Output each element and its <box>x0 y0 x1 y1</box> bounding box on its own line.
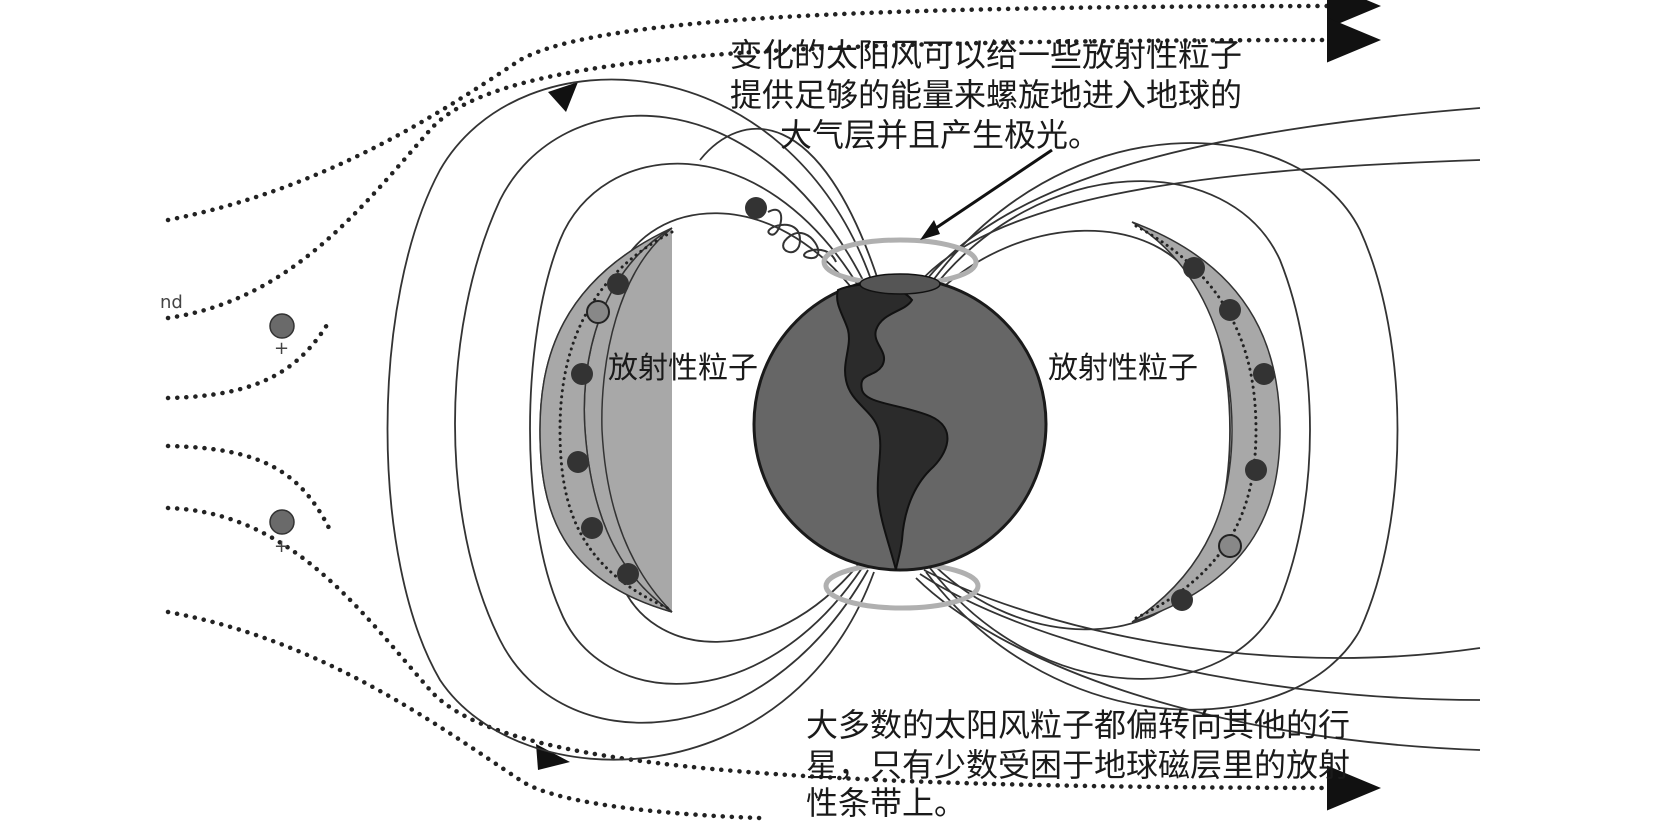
particle-icon <box>1253 363 1275 385</box>
solar-wind-particle-icon <box>269 509 295 535</box>
caption-line: 大气层并且产生极光。 <box>780 116 1100 154</box>
radiation-belt-right <box>1131 221 1281 623</box>
particle-icon <box>581 517 603 539</box>
belt-label-right: 放射性粒子 <box>1048 351 1198 386</box>
flow-arrow-icon <box>536 744 570 770</box>
solar-wind-line <box>165 17 1381 321</box>
spiral-particle-icon <box>745 197 767 219</box>
particle-icon <box>571 363 593 385</box>
particle-icon <box>617 563 639 585</box>
continent-americas <box>836 283 949 571</box>
solar-wind-line <box>165 505 1381 811</box>
particle-icon <box>607 273 629 295</box>
particle-icon <box>1218 534 1242 558</box>
caption-line: 性条带上。 <box>806 784 966 822</box>
solar-wind-line <box>165 317 333 401</box>
magnetic-field-lines-left <box>386 78 881 761</box>
caption-line: 大多数的太阳风粒子都偏转向其他的行 <box>806 706 1350 744</box>
caption-line: 星，只有少数受困于地球磁层里的放射 <box>806 746 1350 784</box>
top-caption: 变化的太阳风可以给一些放射性粒子 提供足够的能量来螺旋地进入地球的 大气层并且产… <box>730 36 1242 154</box>
charge-sign: + <box>274 338 289 359</box>
earth <box>752 273 1048 572</box>
particle-icon <box>1183 257 1205 279</box>
caption-line: 提供足够的能量来螺旋地进入地球的 <box>730 76 1242 114</box>
spiral-path <box>767 208 837 263</box>
solar-wind-streamlines <box>165 0 1381 821</box>
bottom-caption: 大多数的太阳风粒子都偏转向其他的行 星，只有少数受困于地球磁层里的放射 性条带上… <box>806 706 1350 822</box>
belt-dotted-edge <box>1134 224 1258 620</box>
solar-wind-line <box>165 0 1381 223</box>
particle-icon <box>567 451 589 473</box>
particle-icon <box>586 300 610 324</box>
particle-icon <box>1245 459 1267 481</box>
polar-cap <box>859 273 941 295</box>
particle-icon <box>1171 589 1193 611</box>
flow-arrow-icon <box>548 82 578 112</box>
belt-label-left: 放射性粒子 <box>608 351 758 386</box>
pointer-arrowhead-icon <box>920 220 940 240</box>
particle-icon <box>1219 299 1241 321</box>
solar-wind-line <box>165 443 333 533</box>
fragment-label: nd <box>160 292 183 313</box>
charge-sign: + <box>274 536 289 557</box>
pointer-arrow <box>929 148 1053 234</box>
magnetic-field-lines-right <box>915 107 1481 751</box>
caption-line: 变化的太阳风可以给一些放射性粒子 <box>730 36 1242 74</box>
solar-wind-particle-icon <box>269 313 295 339</box>
belt-particles <box>567 257 1275 611</box>
